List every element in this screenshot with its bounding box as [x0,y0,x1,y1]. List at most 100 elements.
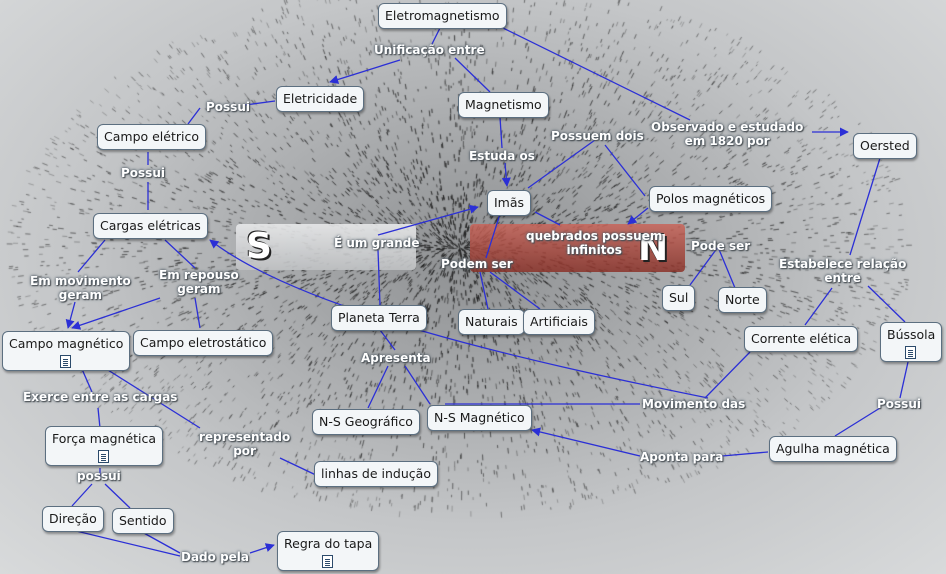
north-pole-letter: N [638,228,669,269]
link-podem-ser: Podem ser [441,257,513,271]
edge [367,365,389,409]
link-aponta-para: Aponta para [640,450,724,464]
concept-artificiais[interactable]: Artificiais [523,309,595,335]
edge [501,162,511,187]
link-possui-eletricidade: Possui [206,100,250,114]
document-icon[interactable] [322,555,334,568]
edge [244,100,276,106]
edge [431,27,441,45]
edge [721,451,769,457]
edge [604,144,646,197]
link-em-movimento-geram: Em movimento geram [30,274,131,302]
edge [249,543,275,554]
concept-campo-eletrico[interactable]: Campo elétrico [97,124,207,150]
edge [502,27,691,121]
edge [454,57,491,93]
edge [329,59,401,84]
concept-label: Bússola [887,327,936,342]
concept-naturais[interactable]: Naturais [458,309,525,335]
concept-ns-magnetico[interactable]: N-S Magnético [427,405,532,431]
link-em-repouso-geram: Em repouso geram [159,268,239,296]
concept-label: Regra do tapa [284,536,373,551]
link-unificacao-entre: Unificação entre [374,43,485,57]
edge [627,207,649,225]
concept-campo-eletrostatico[interactable]: Campo eletrostático [133,330,274,356]
concept-sul[interactable]: Sul [662,285,696,311]
concept-regra-do-tapa[interactable]: Regra do tapa [277,531,380,571]
edge [104,483,131,509]
concept-ns-geografico[interactable]: N-S Geográfico [312,409,420,435]
concept-planeta-terra[interactable]: Planeta Terra [331,305,427,331]
edge [71,297,161,330]
south-pole-letter: S [246,226,272,267]
edge [379,329,396,351]
concept-bussola[interactable]: Bússola [880,322,943,362]
concept-campo-magnetico[interactable]: Campo magnético [2,331,131,371]
edge [489,271,541,310]
edge [704,351,751,399]
concept-label: Campo magnético [9,336,124,351]
edge [71,483,93,507]
link-possuem-dois: Possuem dois [551,129,644,143]
concept-oersted[interactable]: Oersted [853,133,917,159]
link-possui-agulha: Possui [877,397,921,411]
document-icon[interactable] [60,355,72,368]
edge [531,427,641,457]
concept-norte[interactable]: Norte [718,287,767,313]
link-apresenta: Apresenta [361,351,431,365]
link-possui-forca: possui [77,469,121,483]
link-pode-ser: Pode ser [691,239,751,253]
concept-eletromagnetismo[interactable]: Eletromagnetismo [378,3,507,29]
edge [194,297,201,329]
concept-agulha-magnetica[interactable]: Agulha magnética [769,436,897,462]
edge [141,531,181,554]
link-exerce-entre-cargas: Exerce entre as cargas [23,390,178,404]
concept-forca-magnetica[interactable]: Força magnética [45,426,164,466]
edge [804,287,833,326]
edge [717,246,736,289]
concept-label: Força magnética [52,431,157,446]
document-icon[interactable] [98,450,110,463]
edge [499,116,503,149]
edge [65,301,76,329]
concept-sentido[interactable]: Sentido [112,508,174,534]
link-estuda-os: Estuda os [469,149,535,163]
edge [97,407,101,429]
concept-polos-magneticos[interactable]: Polos magnéticos [649,186,773,212]
edge [77,239,106,273]
concept-cargas-eletricas[interactable]: Cargas elétricas [93,213,208,239]
concept-corrente-eletrica[interactable]: Corrente elética [744,326,859,352]
edge [527,139,596,189]
concept-magnetismo[interactable]: Magnetismo [458,92,549,118]
edge [99,364,201,429]
edge [279,457,319,477]
edge [834,407,881,437]
link-movimento-das: Movimento das [642,397,746,411]
edge [479,271,489,310]
edge [899,361,909,399]
edge [689,246,719,286]
edge [377,204,479,236]
edge [867,285,906,323]
concept-imas[interactable]: Imãs [487,190,532,216]
concept-direcao[interactable]: Direção [42,506,104,532]
link-quebrados-possuem: quebrados possuem infinitos [526,229,663,257]
magnet-north-bar [470,224,685,272]
edge [377,249,381,306]
magnet-south-bar [236,224,416,270]
link-e-um-grande: É um grande [334,236,420,250]
concept-linhas-inducao[interactable]: linhas de indução [314,461,438,487]
edge [534,211,561,226]
link-representado-por: representado por [199,430,291,458]
edge [485,213,501,259]
document-icon[interactable] [905,346,917,359]
link-dado-pela: Dado pela [181,550,250,564]
link-observado-estudado: Observado e estudado em 1820 por [651,120,804,148]
edge [404,365,431,405]
edge [187,107,201,125]
concept-eletricidade[interactable]: Eletricidade [276,86,365,112]
edge [164,239,196,269]
link-possui-cargas: Possui [121,166,165,180]
